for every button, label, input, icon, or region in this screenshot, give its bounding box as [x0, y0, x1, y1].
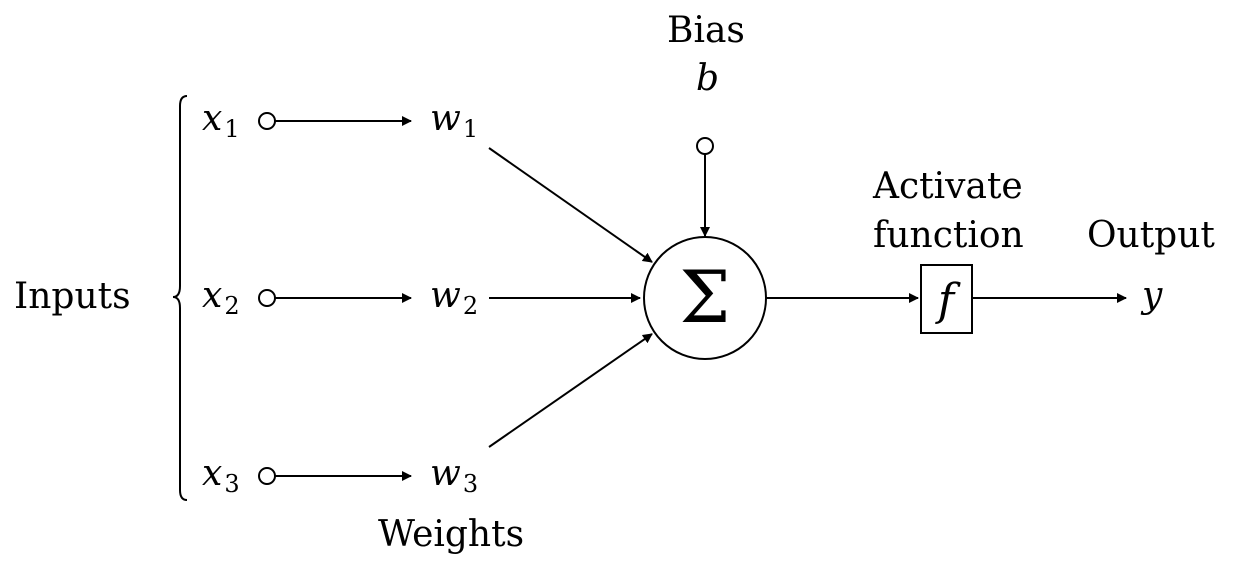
weight-w2: w2 [430, 275, 478, 320]
input-x2: x2 [202, 275, 240, 320]
weight-w1: w1 [430, 98, 478, 143]
activate-label-line2: function [873, 215, 1024, 256]
inputs-brace [172, 95, 188, 501]
weights-label: Weights [378, 514, 524, 555]
activate-label-line1: Activate [872, 166, 1023, 207]
input-x1: x1 [202, 98, 240, 143]
input-x3: x3 [202, 453, 240, 498]
input-node-1 [258, 112, 276, 130]
input-node-2 [258, 289, 276, 307]
bias-label: Bias [667, 10, 745, 51]
summation-symbol: Σ [680, 255, 731, 339]
bias-symbol: b [696, 58, 719, 99]
input-node-3 [258, 467, 276, 485]
output-label: Output [1087, 215, 1215, 256]
bias-node [696, 137, 714, 155]
weight-arrow-1 [488, 147, 653, 263]
output-symbol: y [1140, 275, 1163, 316]
weight-arrow-3 [488, 333, 653, 448]
inputs-label: Inputs [14, 276, 131, 317]
weight-w3: w3 [430, 453, 478, 498]
